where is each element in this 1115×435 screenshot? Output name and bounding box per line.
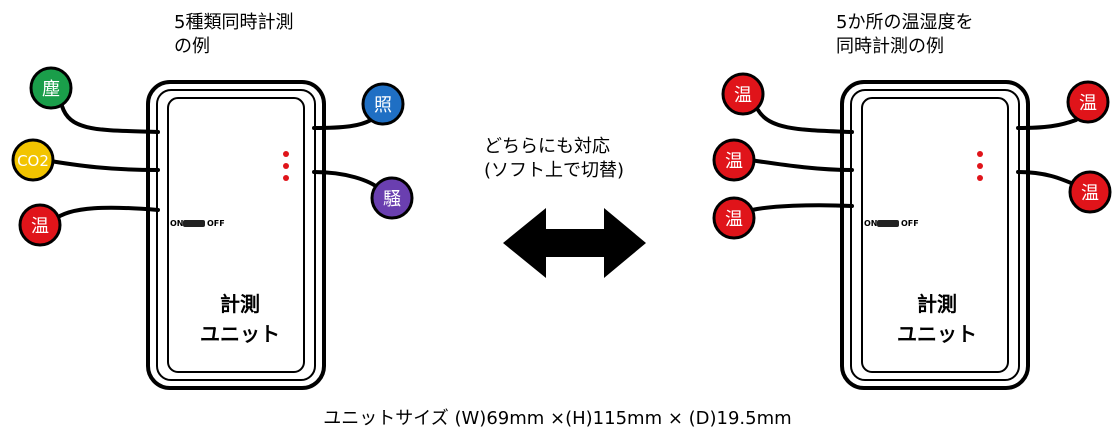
led-dot (283, 151, 289, 157)
unit-label-line1: 計測 (220, 292, 260, 316)
power-switch[interactable] (877, 220, 899, 227)
sensor-temp-label: 温 (725, 209, 743, 230)
sensor-temp-label: 温 (725, 151, 743, 172)
left-caption-line1: 5種類同時計測 (174, 12, 294, 33)
unit-label-line2: ユニット (200, 322, 280, 346)
right-caption-line2: 同時計測の例 (836, 36, 944, 57)
sensor-temp-5: 温 (1068, 170, 1112, 214)
unit-label-line2: ユニット (897, 322, 977, 346)
sensor-temp-3: 温 (712, 196, 756, 240)
left-caption-line2: の例 (174, 36, 210, 57)
sensor-illuminance-label: 照 (374, 95, 392, 116)
sensor-temp-label: 温 (1079, 93, 1097, 114)
sensor-dust-label: 塵 (42, 79, 60, 100)
switch-off-label: OFF (207, 219, 225, 228)
power-switch[interactable] (183, 220, 205, 227)
sensor-temp-label: 温 (734, 85, 752, 106)
center-caption-line1: どちらにも対応 (484, 136, 610, 157)
led-dot (977, 151, 983, 157)
led-dot (977, 175, 983, 181)
sensor-temp-label: 温 (1081, 183, 1099, 204)
sensor-illuminance: 照 (361, 82, 405, 126)
sensor-dust: 塵 (29, 66, 73, 110)
left-measurement-unit: ON OFF 計測 ユニット (146, 80, 326, 390)
sensor-temp-2: 温 (712, 138, 756, 182)
sensor-co2-label: CO2 (17, 152, 49, 170)
unit-label-line1: 計測 (917, 292, 957, 316)
sensor-temp-1: 温 (721, 72, 765, 116)
sensor-temp-4: 温 (1066, 80, 1110, 124)
right-caption-line1: 5か所の温湿度を (836, 12, 974, 33)
switch-on-label: ON (170, 219, 184, 228)
unit-size-footer: ユニットサイズ (W)69mm ×(H)115mm × (D)19.5mm (323, 408, 792, 429)
sensor-noise: 騒 (370, 176, 414, 220)
switch-on-label: ON (864, 219, 878, 228)
sensor-co2: CO2 (11, 138, 55, 182)
led-dot (283, 163, 289, 169)
sensor-noise-label: 騒 (383, 189, 401, 210)
switch-off-label: OFF (901, 219, 919, 228)
led-dot (977, 163, 983, 169)
center-caption-line2: (ソフト上で切替) (484, 160, 625, 181)
double-arrow-icon (503, 208, 646, 278)
right-measurement-unit: ON OFF 計測 ユニット (840, 80, 1030, 390)
sensor-temp-label: 温 (31, 216, 49, 237)
sensor-temp-left: 温 (18, 203, 62, 247)
led-dot (283, 175, 289, 181)
